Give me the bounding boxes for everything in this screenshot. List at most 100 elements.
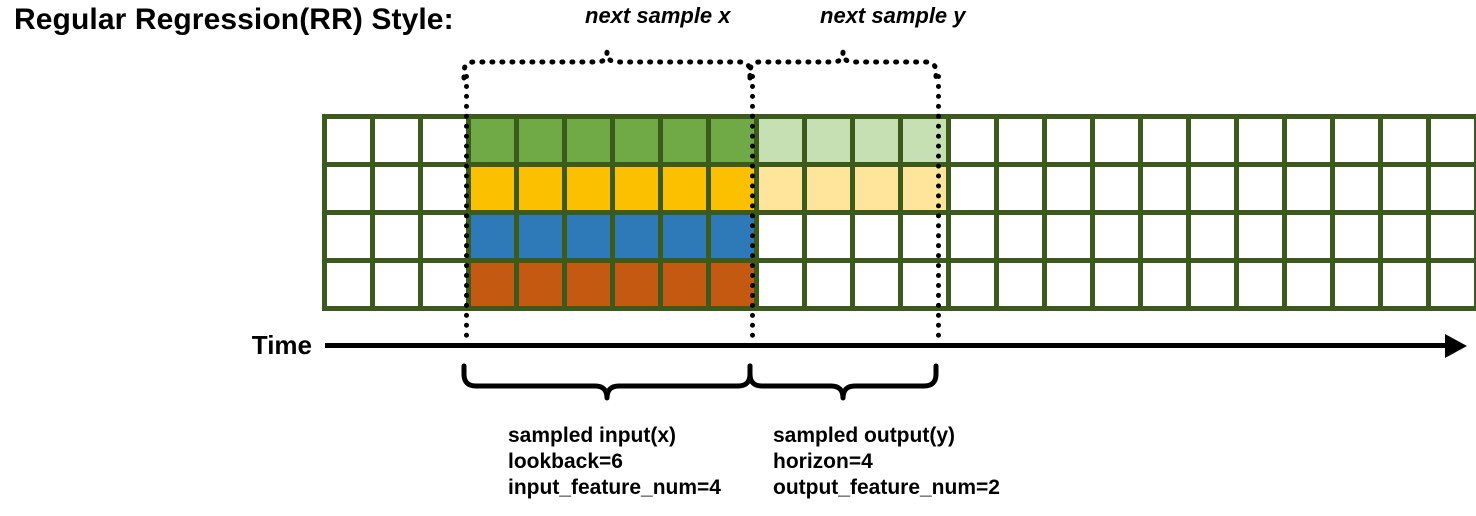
grid-cell-target-2-t6: [615, 167, 658, 210]
grid-cell-extra-feature-2-t16: [1095, 263, 1138, 306]
grid-cell-extra-feature-1-t2: [423, 215, 466, 258]
brace-sampled-output: [747, 363, 939, 401]
grid-cell-target-2-t3: [471, 167, 514, 210]
grid-cell-target-2-t21: [1335, 167, 1378, 210]
grid-cell-extra-feature-2-t18: [1191, 263, 1234, 306]
grid-cell-extra-feature-1-t0: [327, 215, 370, 258]
grid-cell-extra-feature-1-t5: [567, 215, 610, 258]
grid-cell-target-1-t6: [615, 119, 658, 162]
grid-cell-extra-feature-1-t10: [807, 215, 850, 258]
grid-cell-target-1-t19: [1239, 119, 1282, 162]
grid-cell-target-2-t23: [1431, 167, 1474, 210]
grid-cell-extra-feature-2-t20: [1287, 263, 1330, 306]
grid-cell-target-1-t20: [1287, 119, 1330, 162]
grid-cell-target-2-t5: [567, 167, 610, 210]
grid-cell-target-2-t20: [1287, 167, 1330, 210]
grid-cell-extra-feature-1-t4: [519, 215, 562, 258]
grid-cell-extra-feature-2-t11: [855, 263, 898, 306]
grid-cell-target-2-t13: [951, 167, 994, 210]
grid-cell-target-1-t8: [711, 119, 754, 162]
grid-cell-extra-feature-2-t17: [1143, 263, 1186, 306]
caption-line: sampled input(x): [508, 424, 677, 447]
grid-cell-extra-feature-2-t4: [519, 263, 562, 306]
grid-cell-extra-feature-2-t9: [759, 263, 802, 306]
grid-cell-target-1-t0: [327, 119, 370, 162]
grid-cell-extra-feature-2-t1: [375, 263, 418, 306]
grid-cell-target-1-t15: [1047, 119, 1090, 162]
grid-cell-target-2-t16: [1095, 167, 1138, 210]
grid-cell-extra-feature-1-t6: [615, 215, 658, 258]
grid-cell-target-1-t10: [807, 119, 850, 162]
caption-line: horizon=4: [773, 450, 873, 473]
grid-cell-extra-feature-1-t19: [1239, 215, 1282, 258]
grid-cell-extra-feature-2-t14: [999, 263, 1042, 306]
brace-next-sample-x: [461, 51, 753, 81]
grid-cell-extra-feature-1-t20: [1287, 215, 1330, 258]
caption-line: sampled output(y): [773, 424, 955, 447]
grid-cell-target-2-t4: [519, 167, 562, 210]
grid-cell-extra-feature-1-t7: [663, 215, 706, 258]
grid-cell-extra-feature-2-t15: [1047, 263, 1090, 306]
grid-cell-target-1-t23: [1431, 119, 1474, 162]
grid-cell-target-2-t11: [855, 167, 898, 210]
grid-cell-target-2-t1: [375, 167, 418, 210]
grid-cell-extra-feature-1-t1: [375, 215, 418, 258]
grid-cell-target-1-t3: [471, 119, 514, 162]
grid-cell-target-1-t13: [951, 119, 994, 162]
grid-cell-extra-feature-1-t13: [951, 215, 994, 258]
grid-cell-target-1-t21: [1335, 119, 1378, 162]
grid-cell-target-1-t18: [1191, 119, 1234, 162]
grid-cell-target-2-t22: [1383, 167, 1426, 210]
caption-line: lookback=6: [508, 450, 623, 473]
grid-cell-extra-feature-2-t19: [1239, 263, 1282, 306]
grid-cell-extra-feature-2-t0: [327, 263, 370, 306]
grid-cell-extra-feature-2-t13: [951, 263, 994, 306]
grid-cell-extra-feature-1-t23: [1431, 215, 1474, 258]
grid-cell-target-1-t5: [567, 119, 610, 162]
grid-cell-extra-feature-2-t8: [711, 263, 754, 306]
grid-cell-target-1-t14: [999, 119, 1042, 162]
caption-line: input_feature_num=4: [508, 476, 721, 499]
grid-cell-target-1-t22: [1383, 119, 1426, 162]
grid-cell-target-2-t2: [423, 167, 466, 210]
guide-line-horizon-end: [936, 74, 941, 338]
grid-cell-target-1-t1: [375, 119, 418, 162]
grid-cell-target-2-t17: [1143, 167, 1186, 210]
grid-cell-target-2-t18: [1191, 167, 1234, 210]
brace-sampled-input: [461, 363, 753, 401]
grid-cell-extra-feature-1-t15: [1047, 215, 1090, 258]
grid-cell-target-2-t8: [711, 167, 754, 210]
grid-cell-extra-feature-1-t3: [471, 215, 514, 258]
page-title: Regular Regression(RR) Style:: [14, 3, 454, 36]
grid-cell-extra-feature-2-t23: [1431, 263, 1474, 306]
grid-cell-extra-feature-1-t8: [711, 215, 754, 258]
grid-cell-extra-feature-2-t21: [1335, 263, 1378, 306]
grid-cell-extra-feature-1-t14: [999, 215, 1042, 258]
grid-cell-target-1-t4: [519, 119, 562, 162]
bottom-brace-caption-sampled-input: sampled input(x) lookback=6 input_featur…: [508, 423, 721, 501]
grid-cell-extra-feature-2-t2: [423, 263, 466, 306]
grid-cell-target-1-t16: [1095, 119, 1138, 162]
grid-cell-target-2-t10: [807, 167, 850, 210]
grid-cell-target-2-t7: [663, 167, 706, 210]
grid-cell-target-2-t14: [999, 167, 1042, 210]
grid-cell-target-2-t19: [1239, 167, 1282, 210]
grid-cell-target-2-t0: [327, 167, 370, 210]
grid-cell-extra-feature-1-t18: [1191, 215, 1234, 258]
guide-line-lookback-start: [464, 74, 469, 338]
grid-cell-extra-feature-1-t17: [1143, 215, 1186, 258]
time-axis-line: [325, 343, 1450, 348]
grid-cell-extra-feature-1-t21: [1335, 215, 1378, 258]
grid-cell-target-2-t15: [1047, 167, 1090, 210]
caption-line: output_feature_num=2: [773, 476, 1000, 499]
grid-cell-extra-feature-1-t11: [855, 215, 898, 258]
grid-cell-extra-feature-1-t9: [759, 215, 802, 258]
grid-cell-target-1-t2: [423, 119, 466, 162]
grid-cell-target-2-t9: [759, 167, 802, 210]
grid-cell-extra-feature-2-t10: [807, 263, 850, 306]
brace-next-sample-y: [747, 51, 939, 81]
guide-line-split: [750, 74, 755, 338]
grid-cell-extra-feature-2-t5: [567, 263, 610, 306]
grid-cell-target-1-t9: [759, 119, 802, 162]
